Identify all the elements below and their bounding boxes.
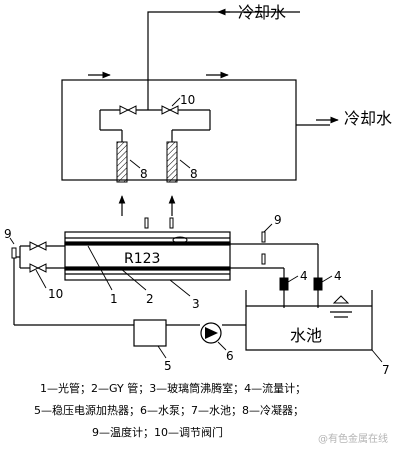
watermark: @有色金属在线 (318, 432, 388, 445)
caption-line-3: 9—温度计；10—调节阀门 (92, 425, 223, 439)
water-pump (200, 322, 222, 344)
label-4b: 4 (334, 269, 342, 283)
leader-lines (9, 97, 383, 363)
gy-tube (64, 266, 231, 271)
condensers (116, 141, 178, 183)
condenser-branch-piping (99, 109, 211, 142)
outlet-piping (230, 243, 319, 308)
cooling-water-label-top: 冷却水 (238, 3, 286, 22)
bubble-icon (172, 236, 188, 244)
cooling-water-loop (61, 11, 330, 181)
heater-box (133, 319, 167, 347)
water-tank (245, 290, 373, 351)
thermometers (11, 217, 266, 265)
label-8a: 8 (140, 167, 148, 181)
caption-line-1: 1—光管；2—GY 管；3—玻璃筒沸腾室；4—流量计； (40, 381, 306, 395)
pump-direction-icon (205, 327, 218, 339)
label-4a: 4 (300, 269, 308, 283)
control-valves (29, 105, 179, 273)
caption-line-2: 5—稳压电源加热器；6—水泵；7—水池；8—冷凝器； (34, 403, 304, 417)
label-7: 7 (382, 363, 390, 377)
label-9a: 9 (4, 227, 12, 241)
flow-meters (279, 277, 323, 291)
level-marker (332, 295, 350, 304)
glass-boiling-chamber (64, 231, 231, 281)
fluid-label: R123 (124, 251, 160, 267)
label-10a: 10 (48, 287, 63, 301)
label-5: 5 (164, 359, 172, 373)
label-3: 3 (192, 297, 200, 311)
label-8b: 8 (190, 167, 198, 181)
label-6: 6 (226, 349, 234, 363)
inlet-piping (13, 245, 246, 326)
pool-label: 水池 (290, 326, 322, 345)
cooling-water-label-right: 冷却水 (344, 109, 392, 128)
label-10b: 10 (180, 93, 195, 107)
label-9b: 9 (274, 213, 282, 227)
label-1: 1 (110, 292, 118, 306)
flow-arrows (88, 8, 339, 216)
label-2: 2 (146, 292, 154, 306)
plain-tube (64, 241, 231, 246)
